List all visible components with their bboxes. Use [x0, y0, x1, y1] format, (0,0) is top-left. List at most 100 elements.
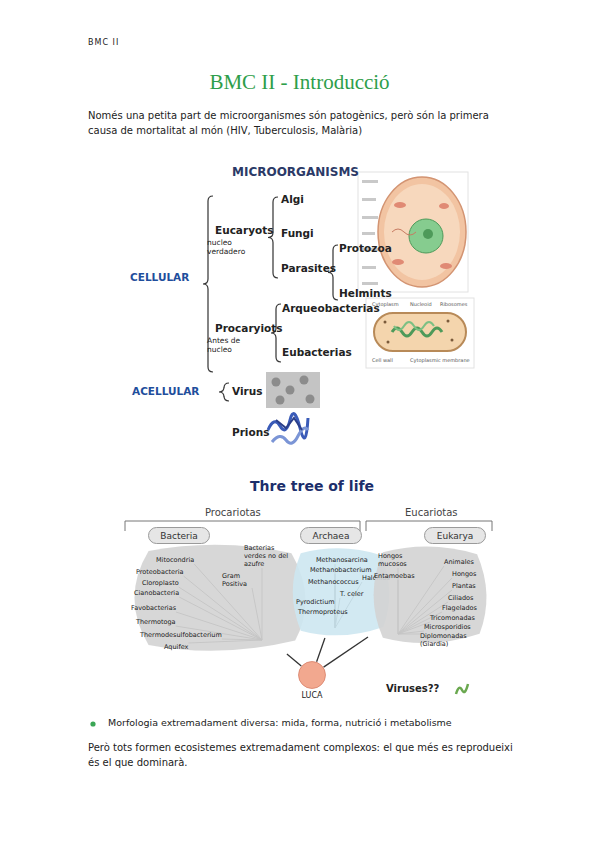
taxon-name: Cloroplasto	[142, 579, 179, 587]
region-shape	[134, 545, 305, 651]
taxon-name: Plantas	[452, 582, 476, 590]
cell-wall	[374, 313, 466, 351]
image-label: Cytoplasmic membrane	[410, 357, 470, 363]
taxon-name: Mitocondria	[156, 556, 194, 564]
annotation: Viruses??	[386, 683, 439, 695]
organelle	[440, 263, 452, 269]
taxon-name: Cianobacteria	[134, 589, 179, 597]
group-name: Eucaryots	[215, 224, 273, 237]
group-name: Arqueobacterias	[282, 302, 380, 315]
image-label: Nucleoid	[410, 301, 432, 307]
taxon-name: Methanococcus	[308, 578, 359, 586]
domain-pill: Bacteria	[148, 527, 210, 544]
tree-trunk	[324, 637, 368, 667]
ribosome	[387, 341, 390, 344]
group-name: Virus	[232, 385, 262, 398]
prokaryote-cell	[374, 313, 466, 351]
illegible-label	[362, 266, 376, 269]
organelle	[439, 203, 449, 209]
image-label: Cell wall	[372, 357, 393, 363]
circle-shape	[299, 662, 326, 689]
taxon-name: Hongos mucosos	[378, 552, 412, 568]
taxon-name: Favobacterias	[131, 604, 176, 612]
virion	[272, 378, 281, 387]
cell-image-frame	[358, 172, 468, 292]
domain-name: Bacteria	[149, 528, 209, 545]
virus-sketch	[456, 684, 468, 694]
virion	[286, 386, 295, 395]
taxon-name: Thermoproteus	[298, 608, 348, 616]
ribosome	[447, 320, 450, 323]
taxon-name: Tricomonadas	[430, 614, 475, 622]
illegible-label	[362, 232, 375, 235]
domain-name: Eucariotas	[405, 507, 458, 519]
taxon-name: Aquifex	[164, 643, 188, 651]
taxon-name: Proteobacteria	[136, 568, 184, 576]
taxon-name: Hongos	[452, 570, 476, 578]
group-note: Antes de nucleo	[207, 336, 263, 354]
tree-trunk	[317, 638, 325, 662]
nucleus	[409, 219, 443, 253]
clade-region: Hongos mucososEntamoebasAnimalesHongosPl…	[368, 544, 492, 646]
intro-paragraph: Només una petita part de microorganismes…	[88, 108, 518, 138]
cell-membrane	[378, 177, 466, 287]
protein-strand	[276, 418, 302, 430]
taxon-name: Gram Positiva	[222, 572, 252, 588]
virus-image	[266, 372, 320, 408]
group-name: Procaryiots	[215, 322, 283, 335]
virion	[306, 395, 315, 404]
organelle	[392, 259, 404, 265]
cytoplasm	[384, 184, 460, 280]
eukaryote-cell	[362, 177, 466, 287]
group-name: Prions	[232, 426, 269, 439]
taxon-name: Methanosarcina	[316, 556, 368, 564]
group-name: Protozoa	[339, 242, 392, 255]
group-name: Eubacterias	[282, 346, 352, 359]
taxon-name: Pyrodictium	[296, 598, 335, 606]
taxon-name: Microsporidios	[424, 623, 471, 631]
taxon-name: Flagelados	[442, 604, 477, 612]
closing-paragraph: Però tots formen ecosistemes extremadame…	[88, 740, 518, 770]
ribosome	[384, 321, 387, 324]
curly-brace	[219, 383, 229, 401]
taxon-name: Diplomonadas (Giardia)	[420, 632, 484, 648]
group-name: Parasites	[281, 262, 336, 275]
origin-name: LUCA	[288, 691, 336, 700]
bullet-text: Morfologia extremadament diversa: mida, …	[108, 717, 528, 728]
domain-name: Procariotas	[205, 507, 261, 519]
taxon-name: Thermotoga	[136, 618, 176, 626]
virion	[276, 396, 285, 405]
taxon-name: Ciliados	[448, 594, 473, 602]
running-header: BMC II	[88, 38, 119, 48]
prion-image	[268, 414, 308, 444]
origin-circle: LUCA	[298, 661, 326, 689]
illegible-label	[362, 198, 376, 201]
domain-pill: Eukarya	[424, 527, 486, 544]
taxon-name: Thermodesulfobacterium	[140, 631, 222, 639]
nucleoid	[394, 322, 434, 330]
image-label: Ribosomes	[440, 301, 467, 307]
illegible-label	[362, 282, 378, 285]
diagram-heading: MICROORGANISMS	[232, 165, 359, 179]
group-name: Helmints	[339, 287, 392, 300]
group-name: Fungi	[281, 227, 314, 240]
region-shape	[374, 547, 487, 644]
group-name: Algi	[281, 193, 304, 206]
illegible-label	[362, 180, 378, 183]
brace-group	[203, 196, 338, 401]
page-title: BMC II - Introducció	[0, 70, 599, 95]
organelle	[394, 202, 406, 208]
group-note: nucleo verdadero	[207, 238, 263, 256]
domain-pill: Archaea	[300, 527, 362, 544]
nucleolus	[423, 229, 433, 239]
reticulum	[392, 229, 416, 235]
diagram-heading: Thre tree of life	[250, 478, 374, 495]
protein-strand	[272, 428, 308, 443]
curly-brace	[268, 197, 278, 278]
taxon-name: Bacterias verdes no del azufre	[244, 544, 290, 568]
taxon-name: Entamoebas	[374, 572, 415, 580]
circle-outline	[298, 661, 326, 689]
category-name: ACELLULAR	[132, 385, 199, 398]
